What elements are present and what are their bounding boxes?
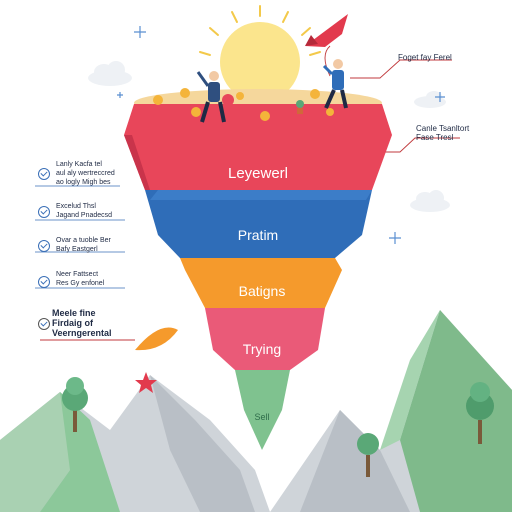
funnel-label-5: Sell <box>254 412 269 422</box>
left-note-3-line-1: Ovar a tuoble Ber <box>56 237 111 244</box>
funnel-label-1: Leyewerl <box>228 165 288 182</box>
person-businessman-icon <box>196 71 234 123</box>
left-note-1: Lanly Kacfa tel aul aly wertreccred ao l… <box>56 160 128 187</box>
left-note-5-line-2: Firdaig of <box>52 318 93 328</box>
left-note-2: Excelud Thsl Jagand Pnadecsd <box>56 202 128 220</box>
left-note-1-line-1: Lanly Kacfa tel <box>56 161 102 168</box>
left-note-2-line-2: Jagand Pnadecsd <box>56 212 113 219</box>
left-note-3: Ovar a tuoble Ber Bafy Eastgerl <box>56 236 128 254</box>
left-note-3-line-2: Bafy Eastgerl <box>56 246 98 253</box>
funnel-label-4: Trying <box>243 341 281 357</box>
right-note-middle: Canle Tsanltort Fase Tresl <box>416 124 470 142</box>
left-note-4-line-2: Res Gy enfonel <box>56 280 105 287</box>
left-note-4-line-1: Neer Fattsect <box>56 271 99 278</box>
checkmark-icon <box>38 240 50 252</box>
person-standing-icon <box>322 59 348 109</box>
tree-icons <box>62 377 494 477</box>
left-note-5-line-1: Meele fine <box>52 308 96 318</box>
left-note-5: Meele fine Firdaig of Veerngerental <box>52 308 132 338</box>
connector-lines <box>40 45 460 341</box>
mountains-right <box>270 310 512 512</box>
star-icon <box>135 372 157 393</box>
left-note-1-line-3: ao logly Migh bes <box>56 179 111 186</box>
sun-graphic <box>199 5 321 102</box>
lightbulb-icon <box>38 318 50 330</box>
sparkle-icons <box>117 26 445 244</box>
plant-icon <box>296 100 304 114</box>
left-note-1-line-2: aul aly wertreccred <box>56 170 115 177</box>
funnel-diagram <box>124 89 392 450</box>
leaf-icon <box>135 327 178 351</box>
funnel-label-3: Batigns <box>239 283 286 299</box>
right-note-top: Foget fay Ferel <box>398 53 452 62</box>
left-note-lines <box>35 185 125 289</box>
left-note-4: Neer Fattsect Res Gy enfonel <box>56 270 128 288</box>
cloud-decor <box>88 61 450 212</box>
rocket-icon <box>305 14 348 47</box>
mountains-left <box>0 375 270 512</box>
coin-icons <box>153 88 334 121</box>
left-note-5-line-3: Veerngerental <box>52 328 112 338</box>
funnel-label-2: Pratim <box>238 227 278 243</box>
checkmark-icon <box>38 206 50 218</box>
left-note-2-line-1: Excelud Thsl <box>56 203 96 210</box>
checkmark-icon <box>38 276 50 288</box>
checkmark-icon <box>38 168 50 180</box>
